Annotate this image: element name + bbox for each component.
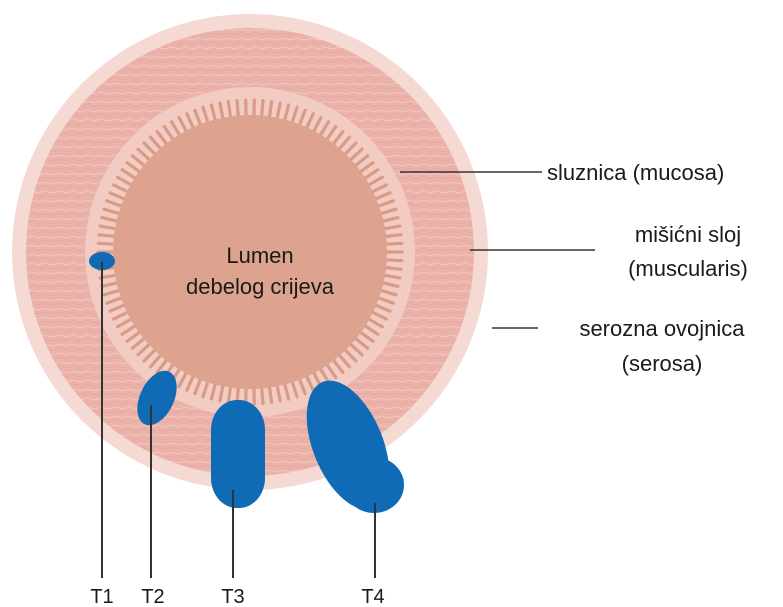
stage-label-t4: T4 [361,586,384,607]
villus [99,235,116,237]
serosa-label-line2: (serosa) [622,351,703,376]
tumor-t3 [211,400,265,508]
villus [262,101,263,118]
villus [262,387,263,404]
villus [385,243,402,244]
serosa-label-line1: serozna ovojnica [579,316,745,341]
stage-label-t2: T2 [141,586,164,607]
villus [384,267,401,269]
villus [98,243,115,244]
muscularis-label-line2: (muscularis) [628,256,748,281]
stage-label-t3: T3 [221,586,244,607]
lumen-label-subtitle: debelog crijeva [185,271,335,302]
villus [385,260,402,261]
lumen-label-title: Lumen [185,240,335,271]
villus [384,235,401,237]
villus [237,101,238,118]
mucosa-label: sluznica (mucosa) [547,160,724,185]
stage-label-t1: T1 [90,586,113,607]
muscularis-label-line1: mišićni sloj [635,222,741,247]
lumen-label: Lumen debelog crijeva [185,240,335,302]
